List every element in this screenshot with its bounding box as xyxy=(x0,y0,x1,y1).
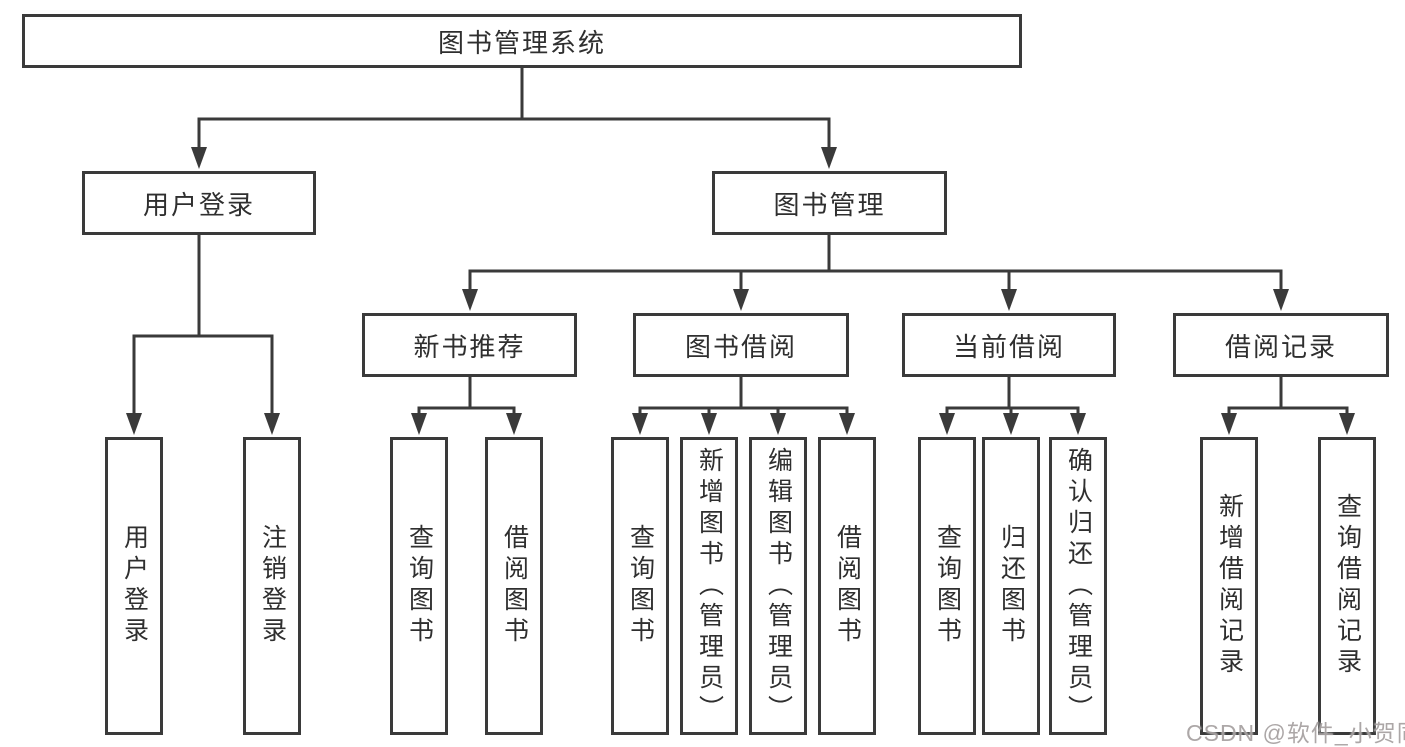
leaf-borrow-edit-book-admin: 编辑图书（管理员） xyxy=(749,437,807,735)
leaf-label: 编辑图书（管理员） xyxy=(764,446,793,726)
edge-recommend-to-leaves xyxy=(417,377,516,416)
node-label: 图书管理系统 xyxy=(437,27,606,58)
node-user-login: 用户登录 xyxy=(82,171,316,235)
leaf-label: 查询图书 xyxy=(626,524,655,648)
node-label: 图书借阅 xyxy=(684,331,797,362)
leaf-logout-login: 注销登录 xyxy=(243,437,301,735)
node-root-system: 图书管理系统 xyxy=(22,14,1022,68)
leaf-label: 查询图书 xyxy=(405,524,434,648)
edge-borrow-to-leaves xyxy=(638,377,849,416)
leaf-records-add-record: 新增借阅记录 xyxy=(1200,437,1258,735)
node-current-borrow: 当前借阅 xyxy=(902,313,1116,377)
node-borrow-records: 借阅记录 xyxy=(1173,313,1389,377)
node-book-borrow: 图书借阅 xyxy=(633,313,849,377)
node-label: 用户登录 xyxy=(142,189,255,220)
edge-current-to-leaves xyxy=(945,377,1080,416)
leaf-records-query-record: 查询借阅记录 xyxy=(1318,437,1376,735)
leaf-current-query-book: 查询图书 xyxy=(918,437,976,735)
edge-root-to-level2 xyxy=(197,68,831,150)
node-label: 借阅记录 xyxy=(1224,331,1337,362)
node-label: 新书推荐 xyxy=(413,331,526,362)
leaf-label: 查询图书 xyxy=(933,524,962,648)
edge-records-to-leaves xyxy=(1227,377,1349,416)
node-book-management: 图书管理 xyxy=(712,171,947,235)
leaf-recommend-query-book: 查询图书 xyxy=(390,437,448,735)
leaf-label: 新增借阅记录 xyxy=(1215,493,1244,679)
leaf-label: 借阅图书 xyxy=(500,524,529,648)
leaf-label: 确认归还（管理员） xyxy=(1064,446,1093,726)
leaf-label: 用户登录 xyxy=(120,524,149,648)
leaf-label: 注销登录 xyxy=(258,524,287,648)
leaf-borrow-add-book-admin: 新增图书（管理员） xyxy=(680,437,738,735)
arrowheads xyxy=(126,147,1355,435)
node-new-book-recommend: 新书推荐 xyxy=(362,313,577,377)
leaf-borrow-borrow-book: 借阅图书 xyxy=(818,437,876,735)
edge-userlogin-to-leaves xyxy=(132,235,274,416)
leaf-current-confirm-return-admin: 确认归还（管理员） xyxy=(1049,437,1107,735)
leaf-user-login: 用户登录 xyxy=(105,437,163,735)
leaf-label: 新增图书（管理员） xyxy=(695,446,724,726)
leaf-recommend-borrow-book: 借阅图书 xyxy=(485,437,543,735)
leaf-current-return-book: 归还图书 xyxy=(982,437,1040,735)
node-label: 图书管理 xyxy=(773,189,886,220)
csdn-watermark: CSDN @软件_小贺同学 xyxy=(1186,720,1405,746)
leaf-borrow-query-book: 查询图书 xyxy=(611,437,669,735)
edge-bookmgmt-to-level3 xyxy=(468,235,1283,292)
node-label: 当前借阅 xyxy=(952,331,1065,362)
leaf-label: 归还图书 xyxy=(997,524,1026,648)
leaf-label: 借阅图书 xyxy=(833,524,862,648)
leaf-label: 查询借阅记录 xyxy=(1333,493,1362,679)
